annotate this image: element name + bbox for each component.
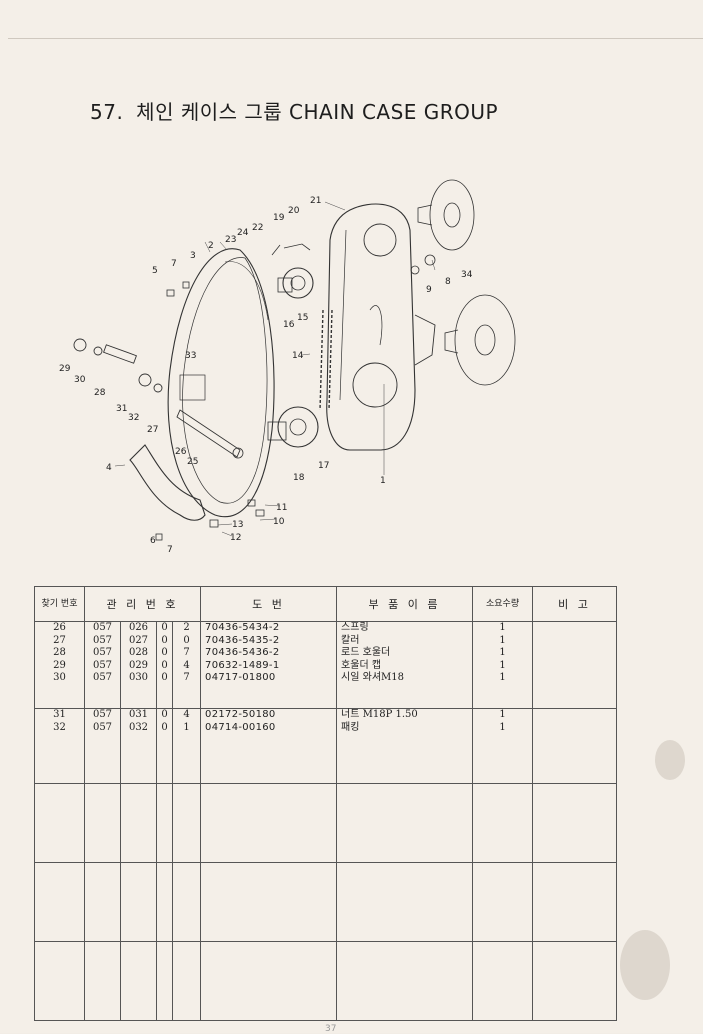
lower-flange (444, 294, 516, 386)
callout-label: 31 (116, 404, 127, 414)
header-management-no: 관 리 번 호 (83, 586, 202, 622)
washer-9 (410, 265, 420, 275)
callout-label: 23 (225, 235, 236, 245)
callout-label: 2 (208, 241, 214, 251)
upper-flange (417, 179, 475, 251)
callout-label: 16 (283, 320, 295, 330)
top-rule (8, 38, 703, 39)
small-bolts (155, 281, 265, 541)
callout-label: 21 (310, 196, 321, 206)
exploded-parts-diagram: 1 2 3 4 5 6 7 7 8 9 10 11 12 13 14 15 16… (59, 179, 516, 555)
chain (319, 309, 333, 411)
callout-label: 22 (252, 223, 263, 233)
lower-sprocket (277, 406, 319, 448)
callout-label: 15 (297, 313, 308, 323)
callout-label: 28 (94, 388, 106, 398)
callout-label: 9 (426, 285, 432, 295)
bottom-guard (129, 444, 206, 521)
hub-16 (277, 277, 293, 293)
header-part-name: 부 품 이 름 (336, 586, 474, 622)
callout-label: 6 (150, 536, 156, 546)
header-remarks: 비 고 (532, 586, 618, 622)
title-korean: 체인 케이스 그룹 (136, 100, 283, 124)
callout-label: 33 (185, 351, 196, 361)
callout-label: 20 (288, 206, 300, 216)
remarks-cell (532, 708, 618, 784)
header-find-no: 찾기 번호 (34, 586, 85, 622)
paper-stain (655, 740, 685, 780)
callout-label: 7 (171, 259, 177, 269)
callout-label: 10 (273, 517, 285, 527)
table-row-empty (34, 862, 618, 942)
tensioner-bolt (271, 243, 311, 256)
page-title: 57. 체인 케이스 그룹 CHAIN CASE GROUP (90, 96, 498, 125)
page-number: 37 (325, 1024, 337, 1034)
header-quantity: 소요수량 (472, 586, 534, 622)
callout-label: 8 (445, 277, 451, 287)
callout-label: 12 (230, 533, 241, 543)
callout-label: 25 (187, 457, 198, 467)
spring-rod-assembly (73, 338, 163, 393)
title-english: CHAIN CASE GROUP (289, 100, 499, 124)
table-header-row: 찾기 번호 관 리 번 호 도 번 부 품 이 름 소요수량 비 고 (34, 586, 618, 622)
callout-label: 14 (292, 351, 304, 361)
section-number: 57. (90, 100, 124, 124)
washer-8 (424, 254, 436, 266)
table-row-empty (34, 941, 618, 1021)
callout-label: 26 (175, 447, 187, 457)
chain-case (326, 203, 416, 451)
callout-label: 4 (106, 463, 112, 473)
callout-label: 32 (128, 413, 139, 423)
callout-label: 34 (461, 270, 473, 280)
case-cover (167, 248, 275, 518)
remarks-cell (532, 621, 618, 709)
header-drawing-no: 도 번 (200, 586, 338, 622)
callout-label: 5 (152, 266, 158, 276)
upper-sprocket (282, 267, 314, 299)
rod-holder (176, 409, 241, 458)
callout-label: 13 (232, 520, 243, 530)
callout-label: 29 (59, 364, 71, 374)
callout-label: 7 (167, 545, 173, 555)
callout-label: 18 (293, 473, 305, 483)
callout-label: 19 (273, 213, 285, 223)
paper-stain (620, 930, 670, 1000)
nut-18 (267, 421, 287, 441)
callout-label: 11 (276, 503, 287, 513)
callout-label: 3 (190, 251, 196, 261)
callout-label: 17 (318, 461, 329, 471)
cover-label-plate (179, 374, 206, 401)
callout-label: 27 (147, 425, 158, 435)
callout-label: 1 (380, 476, 386, 486)
table-row-empty (34, 783, 618, 863)
callout-label: 30 (74, 375, 86, 385)
callout-label: 24 (237, 228, 249, 238)
